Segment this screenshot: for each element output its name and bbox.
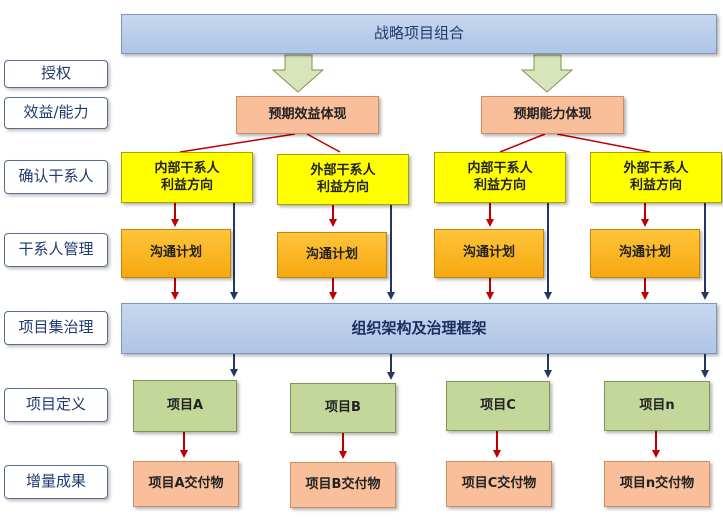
stakeholder-box-external-2: 外部干系人 利益方向 bbox=[590, 152, 722, 203]
project-box-n: 项目n bbox=[604, 381, 710, 431]
expected-capabilities-box: 预期能力体现 bbox=[481, 96, 624, 134]
stakeholder-box-internal-1: 内部干系人 利益方向 bbox=[121, 152, 253, 203]
deliverable-box-b: 项目B交付物 bbox=[290, 462, 396, 508]
block-arrow-left bbox=[271, 54, 325, 93]
stakeholder-box-internal-2: 内部干系人 利益方向 bbox=[434, 152, 566, 203]
project-box-a: 项目A bbox=[133, 380, 237, 432]
expected-benefits-box: 预期效益体现 bbox=[236, 96, 379, 134]
communication-plan-1: 沟通计划 bbox=[121, 229, 231, 278]
project-box-b: 项目B bbox=[290, 383, 396, 433]
block-arrow-right bbox=[520, 54, 574, 93]
link-benefit-internal bbox=[179, 133, 296, 153]
deliverable-box-n: 项目n交付物 bbox=[604, 461, 710, 507]
project-box-c: 项目C bbox=[446, 381, 550, 431]
side-label-incremental-outcomes: 增量成果 bbox=[4, 465, 108, 499]
side-label-stakeholder-management: 干系人管理 bbox=[4, 233, 108, 267]
link-capability-external bbox=[556, 133, 651, 153]
side-label-program-governance: 项目集治理 bbox=[4, 311, 108, 345]
side-label-project-definition: 项目定义 bbox=[4, 388, 108, 422]
deliverable-box-a: 项目A交付物 bbox=[133, 461, 239, 507]
communication-plan-4: 沟通计划 bbox=[590, 229, 700, 278]
side-label-identify-stakeholders: 确认干系人 bbox=[4, 160, 108, 194]
link-benefit-external bbox=[306, 133, 341, 153]
deliverable-box-c: 项目C交付物 bbox=[446, 461, 552, 507]
stakeholder-box-external-1: 外部干系人 利益方向 bbox=[277, 154, 409, 205]
side-label-authorization: 授权 bbox=[4, 60, 108, 88]
governance-framework-bar: 组织架构及治理框架 bbox=[121, 303, 717, 354]
link-capability-internal bbox=[499, 133, 546, 153]
strategic-portfolio-bar: 战略项目组合 bbox=[121, 14, 717, 54]
communication-plan-2: 沟通计划 bbox=[277, 232, 387, 278]
communication-plan-3: 沟通计划 bbox=[434, 229, 544, 278]
side-label-benefit-capability: 效益/能力 bbox=[4, 97, 108, 129]
